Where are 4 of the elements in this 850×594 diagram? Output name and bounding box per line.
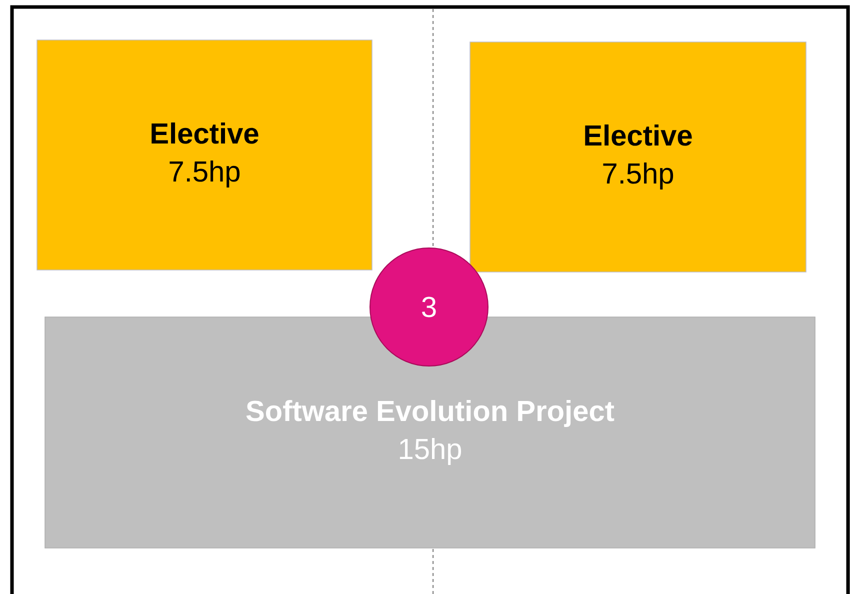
project-box: Software Evolution Project 15hp bbox=[44, 316, 816, 548]
number-badge: 3 bbox=[370, 248, 488, 366]
elective-box: Elective 7.5hp bbox=[36, 40, 372, 270]
elective-box: Elective 7.5hp bbox=[470, 42, 806, 272]
